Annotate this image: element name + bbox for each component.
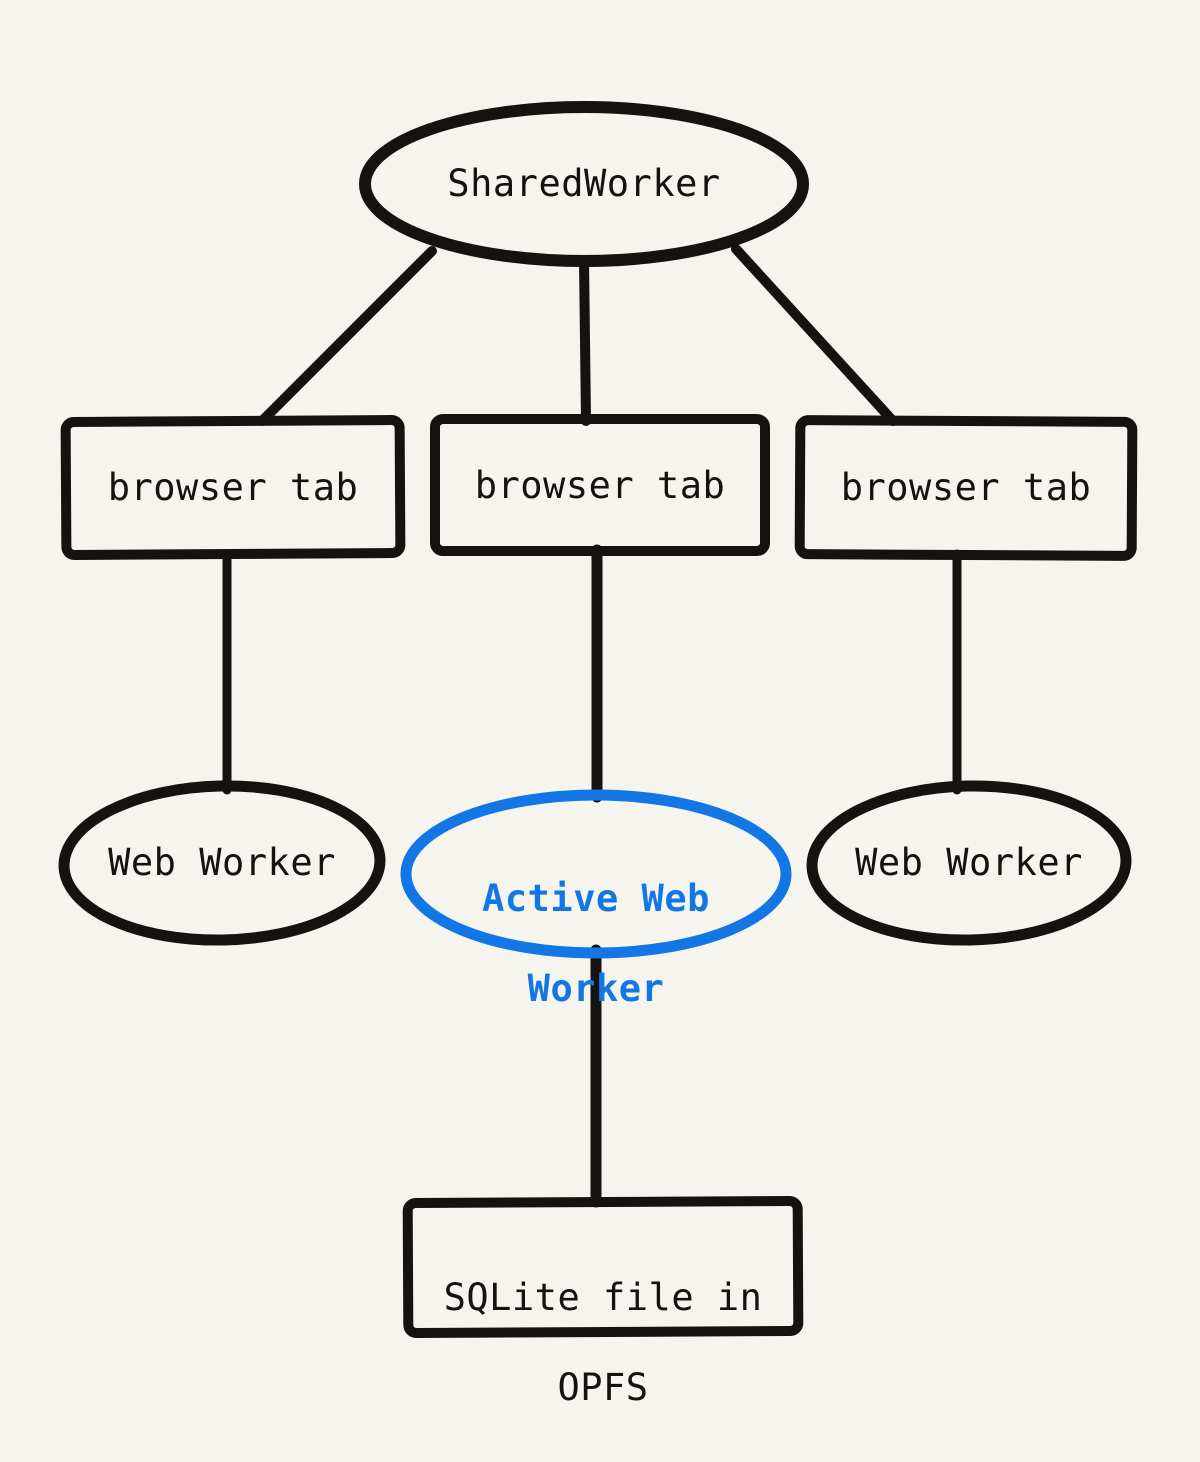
node-active-worker-label: Active Web Worker	[406, 831, 786, 1056]
node-worker3-shape	[806, 780, 1132, 946]
node-active-worker-shape	[400, 789, 792, 959]
node-sharedworker-shape	[359, 101, 809, 267]
node-active-worker-label-line1: Active Web	[482, 877, 710, 920]
node-tab3-shape	[794, 415, 1138, 561]
node-tab1-label: browser tab	[107, 466, 359, 509]
node-storage-label: SQLite file in OPFS	[408, 1230, 798, 1455]
node-worker3-label: Web Worker	[855, 841, 1083, 884]
node-sharedworker-label: SharedWorker	[447, 162, 721, 205]
node-storage-label-line1: SQLite file in	[443, 1276, 763, 1319]
node-storage-label-line2: OPFS	[557, 1366, 649, 1409]
node-active-worker-label-line2: Worker	[527, 967, 665, 1010]
node-storage-shape	[402, 1196, 804, 1338]
node-tab3-label: browser tab	[840, 466, 1092, 509]
edge-sharedworker-tab3	[731, 244, 898, 426]
node-worker1-shape	[58, 780, 386, 946]
edge-sharedworker-tab2	[579, 255, 591, 426]
node-tab1-shape	[60, 415, 406, 560]
edge-sharedworker-tab1	[257, 246, 437, 426]
node-tab2-shape	[430, 414, 770, 556]
node-worker1-label: Web Worker	[108, 841, 336, 884]
node-tab2-label: browser tab	[474, 464, 726, 507]
